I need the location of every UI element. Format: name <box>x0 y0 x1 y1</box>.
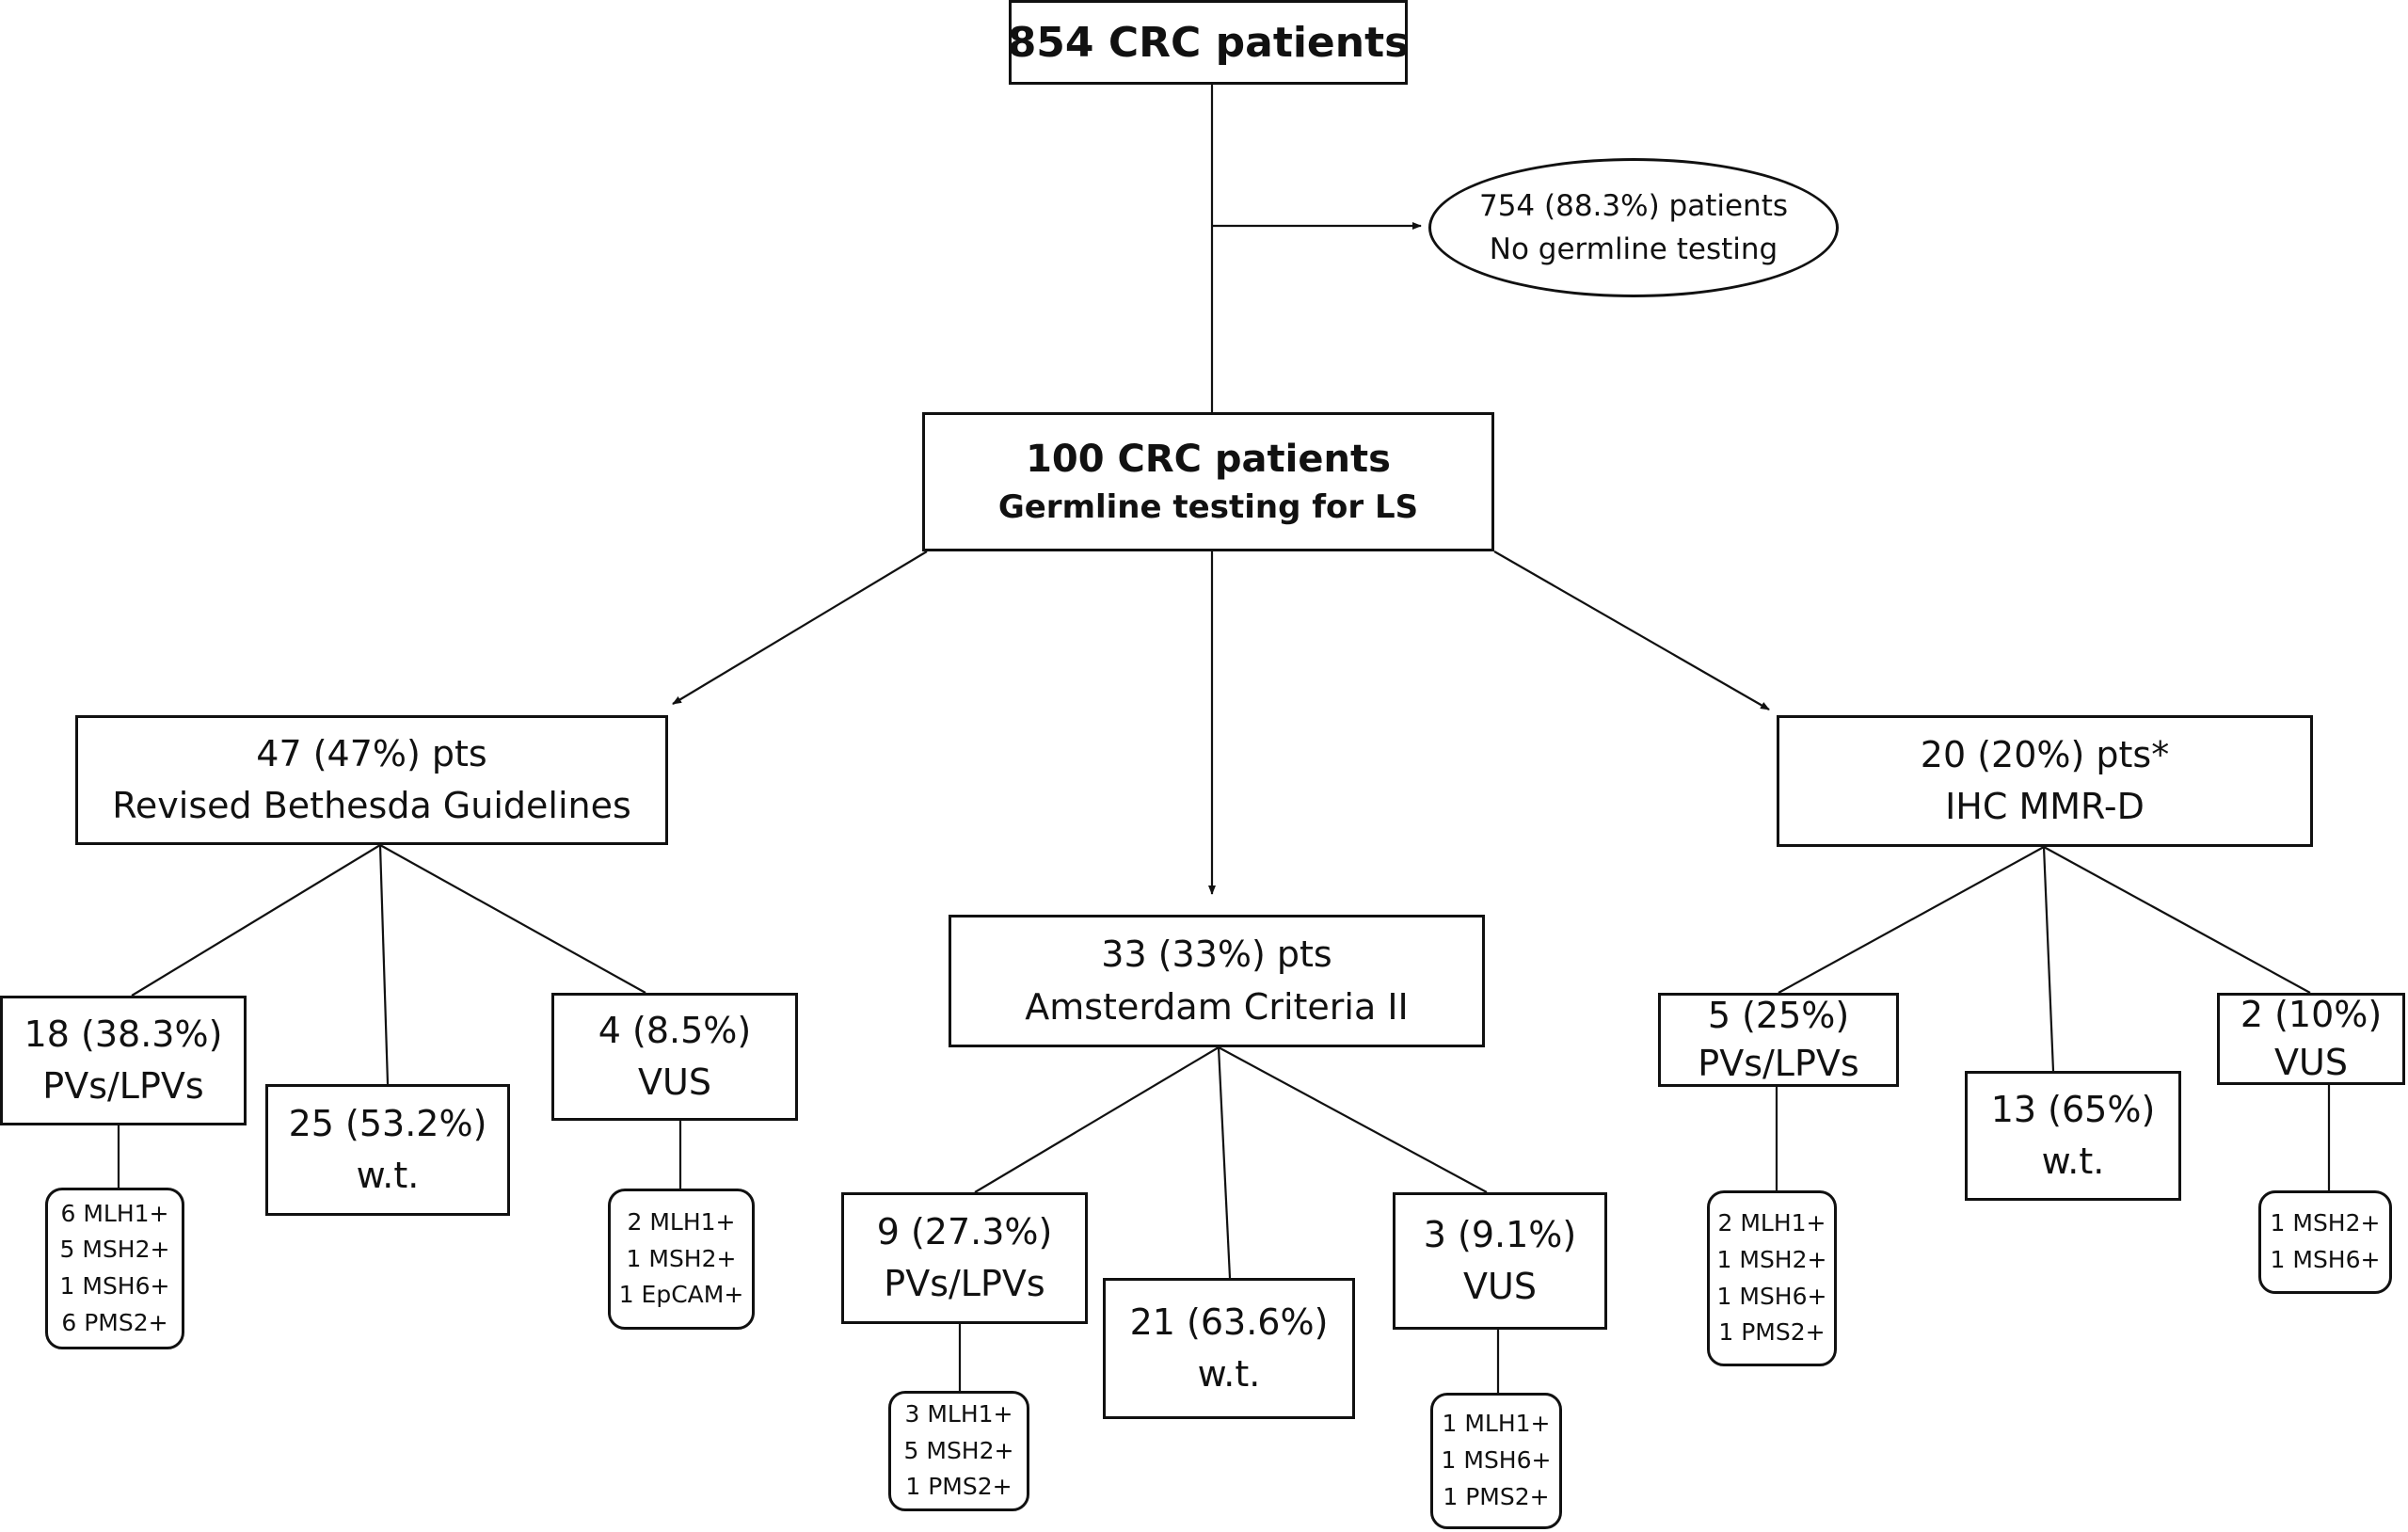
connector-bethesda-wt <box>378 844 390 1085</box>
gene-count: 1 MSH2+ <box>626 1244 737 1272</box>
bethesda-wt-line2: w.t. <box>356 1155 420 1196</box>
ihc-pv-line2: PVs/LPVs <box>1698 1043 1859 1084</box>
gene-count: 6 PMS2+ <box>61 1308 168 1336</box>
tested-line1: 100 CRC patients <box>1026 438 1391 482</box>
bethesda-wt-box: 25 (53.2%) w.t. <box>265 1084 510 1216</box>
gene-count: 1 MLH1+ <box>1442 1410 1551 1438</box>
arrow-to-bethesda <box>672 551 928 705</box>
gene-count: 2 MLH1+ <box>1717 1209 1826 1237</box>
gene-count: 1 MSH6+ <box>59 1272 170 1300</box>
ihc-wt-box: 13 (65%) w.t. <box>1965 1071 2181 1201</box>
amsterdam-vus-box: 3 (9.1%) VUS <box>1393 1192 1607 1330</box>
amsterdam-pv-box: 9 (27.3%) PVs/LPVs <box>841 1192 1088 1324</box>
ihc-line1: 20 (20%) pts* <box>1920 733 2170 775</box>
ihc-pv-box: 5 (25%) PVs/LPVs <box>1658 993 1899 1087</box>
excluded-line1: 754 (88.3%) patients <box>1478 188 1788 223</box>
bethesda-vus-line2: VUS <box>638 1061 711 1103</box>
ihc-vus-genes: 1 MSH2+ 1 MSH6+ <box>2258 1190 2392 1294</box>
gene-count: 1 PMS2+ <box>1443 1482 1550 1510</box>
bethesda-vus-box: 4 (8.5%) VUS <box>551 993 798 1121</box>
bethesda-pv-line2: PVs/LPVs <box>42 1065 204 1107</box>
ihc-pv-line1: 5 (25%) <box>1707 994 1850 1036</box>
excluded-line2: No germline testing <box>1489 232 1778 266</box>
connector-amsterdam-vus <box>1218 1046 1488 1193</box>
amsterdam-wt-box: 21 (63.6%) w.t. <box>1103 1278 1355 1419</box>
connector-bethesda-vus <box>379 844 646 994</box>
bethesda-line1: 47 (47%) pts <box>256 732 487 774</box>
amsterdam-wt-line1: 21 (63.6%) <box>1129 1301 1329 1343</box>
root-label: 854 CRC patients <box>1007 18 1410 67</box>
group-amsterdam: 33 (33%) pts Amsterdam Criteria II <box>949 915 1485 1047</box>
amsterdam-vus-line2: VUS <box>1463 1266 1537 1307</box>
arrow-to-ihc <box>1493 551 1770 710</box>
connector-ihc-wt <box>2042 846 2055 1072</box>
connector-amsterdam-wt <box>1217 1046 1232 1279</box>
amsterdam-vus-genes: 1 MLH1+ 1 MSH6+ 1 PMS2+ <box>1430 1393 1562 1529</box>
bethesda-wt-line1: 25 (53.2%) <box>288 1102 487 1144</box>
gene-count: 5 MSH2+ <box>903 1436 1014 1464</box>
gene-count: 1 MSH6+ <box>1716 1282 1827 1310</box>
bethesda-vus-line1: 4 (8.5%) <box>598 1009 752 1051</box>
ihc-line2: IHC MMR-D <box>1945 786 2145 827</box>
amsterdam-pv-line1: 9 (27.3%) <box>876 1210 1053 1253</box>
gene-count: 6 MLH1+ <box>60 1199 169 1227</box>
gene-count: 1 PMS2+ <box>1718 1318 1826 1347</box>
group-ihc: 20 (20%) pts* IHC MMR-D <box>1777 715 2313 847</box>
bethesda-vus-genes: 2 MLH1+ 1 MSH2+ 1 EpCAM+ <box>608 1189 755 1330</box>
gene-count: 1 MSH6+ <box>1441 1446 1552 1475</box>
tested-line2: Germline testing for LS <box>997 488 1419 527</box>
connector-ihc-pv <box>1778 846 2045 994</box>
ihc-wt-line2: w.t. <box>2041 1141 2105 1182</box>
bethesda-pv-line1: 18 (38.3%) <box>24 1013 223 1055</box>
ihc-vus-line1: 2 (10%) <box>2240 993 2383 1035</box>
tested-box: 100 CRC patients Germline testing for LS <box>922 412 1494 551</box>
gene-count: 1 MSH2+ <box>2270 1209 2381 1237</box>
gene-count: 1 MSH6+ <box>2270 1246 2381 1273</box>
ihc-pv-genes: 2 MLH1+ 1 MSH2+ 1 MSH6+ 1 PMS2+ <box>1707 1190 1837 1366</box>
gene-count: 2 MLH1+ <box>627 1207 736 1236</box>
bethesda-pv-box: 18 (38.3%) PVs/LPVs <box>0 996 247 1125</box>
ihc-wt-line1: 13 (65%) <box>1990 1088 2156 1130</box>
connector-bethesda-pv <box>131 844 381 997</box>
excluded-ellipse: 754 (88.3%) patients No germline testing <box>1428 158 1839 297</box>
connector-ihc-vus <box>2043 846 2311 994</box>
ihc-vus-box: 2 (10%) VUS <box>2217 993 2405 1085</box>
gene-count: 3 MLH1+ <box>904 1399 1013 1428</box>
connector-amsterdam-pv <box>974 1046 1220 1193</box>
gene-count: 1 MSH2+ <box>1716 1245 1827 1273</box>
ihc-vus-line2: VUS <box>2274 1042 2348 1083</box>
group-bethesda: 47 (47%) pts Revised Bethesda Guidelines <box>75 715 668 845</box>
amsterdam-vus-line1: 3 (9.1%) <box>1423 1213 1577 1255</box>
amsterdam-line2: Amsterdam Criteria II <box>1025 985 1409 1028</box>
gene-count: 1 PMS2+ <box>905 1473 1013 1501</box>
amsterdam-wt-line2: w.t. <box>1197 1353 1261 1395</box>
root-box: 854 CRC patients <box>1007 0 1410 85</box>
bethesda-line2: Revised Bethesda Guidelines <box>112 785 631 826</box>
bethesda-pv-genes: 6 MLH1+ 5 MSH2+ 1 MSH6+ 6 PMS2+ <box>45 1188 184 1349</box>
amsterdam-pv-genes: 3 MLH1+ 5 MSH2+ 1 PMS2+ <box>888 1391 1029 1511</box>
gene-count: 1 EpCAM+ <box>618 1281 744 1309</box>
gene-count: 5 MSH2+ <box>59 1236 170 1264</box>
amsterdam-pv-line2: PVs/LPVs <box>884 1263 1045 1304</box>
amsterdam-line1: 33 (33%) pts <box>1101 934 1332 976</box>
